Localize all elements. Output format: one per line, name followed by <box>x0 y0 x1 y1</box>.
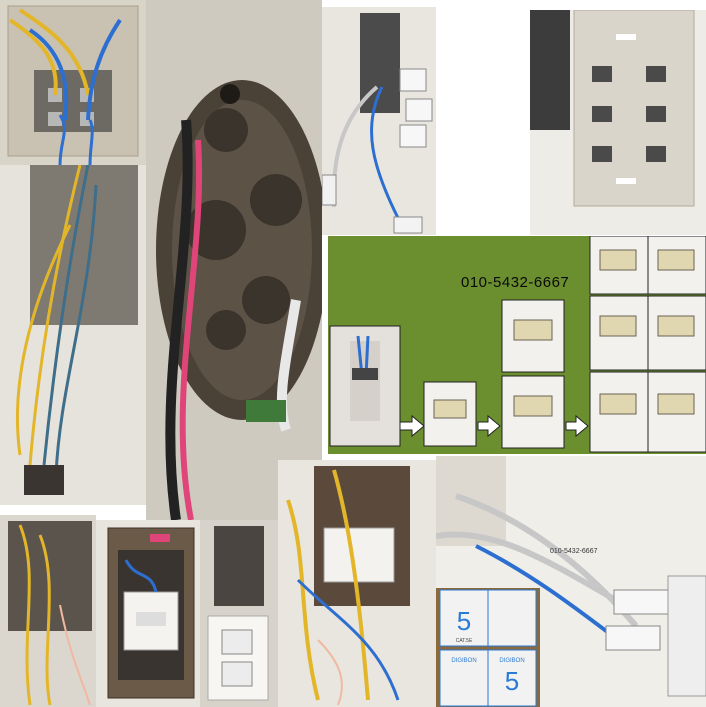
phone-number-label: 010-5432-6667 <box>461 274 570 291</box>
box-numeral: 5 <box>457 606 471 636</box>
photo-wall-cavity-yellow-blue-wires <box>0 165 146 505</box>
photo-box-with-yellow-wires <box>278 460 436 707</box>
box-brand: DIGIBON <box>451 658 476 664</box>
rj45-jack-icon <box>423 381 477 447</box>
photo-wall-box-with-jacks <box>322 7 436 235</box>
rj45-jack-icon <box>501 299 565 449</box>
photo-outlet-box-metal-frame <box>96 520 200 707</box>
arrow-right-icon <box>565 414 589 438</box>
wiring-diagram-panel: 010-5432-6667 <box>328 236 706 454</box>
photo-installation-with-yellow-wires <box>0 515 96 707</box>
arrow-right-icon <box>477 414 501 438</box>
wall-plate-icon <box>329 325 401 447</box>
box-numeral: 5 <box>505 666 519 696</box>
photo-open-wall-box-pink-wire <box>146 0 322 520</box>
photo-six-port-wall-plate <box>530 10 706 235</box>
photo-socket-wiring-closeup <box>0 0 146 165</box>
photo-cable-boxes: 5 5 DIGIBON DIGIBON CAT.5E <box>436 588 540 707</box>
rj45-jack-icon <box>589 236 706 453</box>
arrow-right-icon <box>399 414 425 438</box>
box-brand: DIGIBON <box>499 658 524 664</box>
photo-white-jack-plate <box>200 520 278 707</box>
cable-phone-label: 010-5432-6667 <box>550 548 598 555</box>
photo-wall-jacks-with-label: 010-5432-6667 <box>436 456 706 707</box>
box-sublabel: CAT.5E <box>456 638 473 644</box>
